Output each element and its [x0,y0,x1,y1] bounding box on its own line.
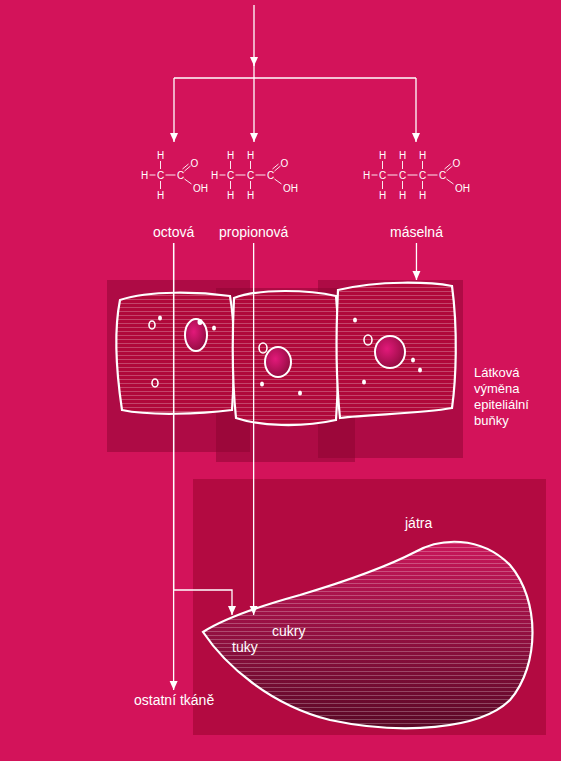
atom-symbol: H [399,190,406,201]
liver-outline [203,542,533,728]
atom-symbol: H [247,150,254,161]
atom-symbol: C [419,170,426,181]
tissue-target: ostatní tkáně [130,690,218,711]
flow-arrow [416,243,417,280]
atom-symbol: H [227,190,234,201]
region-label: tuky [232,639,258,656]
atom-symbol: H [399,150,406,161]
atom-symbol: H [227,150,234,161]
region-label: cukry [272,623,305,640]
atom-symbol: C [177,170,184,181]
organ-label: játra [405,515,432,532]
atom-symbol: O [281,158,289,169]
atom-symbol: C [439,170,446,181]
cell-layer: Látková výměna epiteliální buňky [107,280,463,462]
liver: játratukycukry [200,615,535,735]
atom-symbol: H [157,150,164,161]
atom-symbol: O [191,158,199,169]
liver-backdrop [193,479,546,735]
atom-symbol: H [157,190,164,201]
atom-symbol: OH [455,183,470,194]
atom-symbol: H [419,150,426,161]
atom-symbol: C [267,170,274,181]
atom-symbol: H [379,190,386,201]
atom-symbol: H [419,190,426,201]
atom-symbol: H [141,170,148,181]
atom-symbol: C [399,170,406,181]
flow-arrow [253,243,254,615]
atom-symbol: C [379,170,386,181]
acid-name: máselná [390,224,443,241]
atom-symbol: H [211,170,218,181]
region-heading: Látková výměna epiteliální buňky [474,365,556,429]
atom-symbol: C [227,170,234,181]
atom-symbol: O [453,158,461,169]
atom-symbol: H [379,150,386,161]
cell-backdrops [107,280,463,462]
atom-symbol: H [363,170,370,181]
target-label: ostatní tkáně [134,692,214,709]
acid-name: propionová [215,222,292,243]
atom-symbol: H [247,190,254,201]
epithelial-cells [116,283,455,425]
atom-symbol: OH [283,183,298,194]
atom-symbol: C [247,170,254,181]
acid-name: propionová [219,224,288,241]
atom-symbol: C [157,170,164,181]
flow-arrow [174,243,232,615]
acid-name: máselná [386,222,447,243]
atom-symbol: OH [193,183,208,194]
split-arrow [174,5,416,142]
acid-name: octová [153,224,194,241]
acid-name: octová [149,222,198,243]
